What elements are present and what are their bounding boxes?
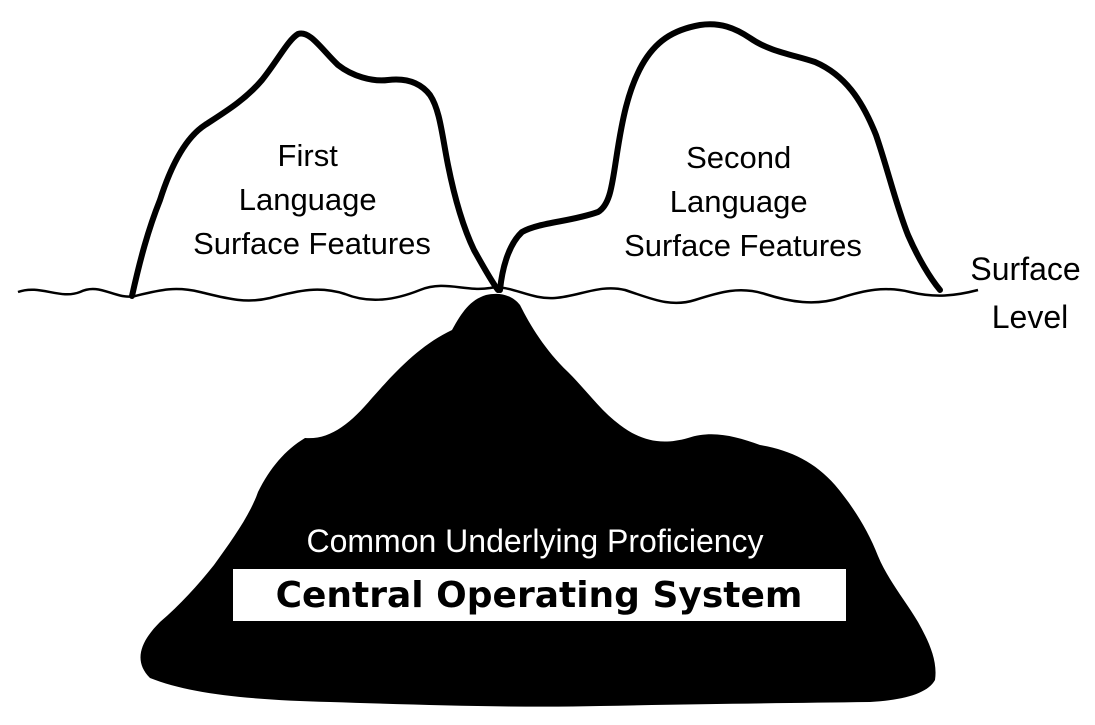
second-language-line-3: Surface Features: [624, 228, 862, 263]
second-language-line-1: Second: [686, 140, 791, 175]
first-language-line-1: First: [278, 138, 339, 173]
surface-level-line-1: Surface: [970, 251, 1080, 287]
svg-text:Surface Level: Surface Level: [970, 251, 1089, 335]
second-language-peak: [497, 21, 943, 293]
first-language-line-3: Surface Features: [193, 226, 431, 261]
water-surface-line: [17, 284, 979, 305]
first-language-peak: [129, 30, 501, 299]
central-operating-system-label: Central Operating System: [276, 575, 803, 616]
second-language-line-2: Language: [670, 184, 808, 219]
svg-text:Second Language Surfac: Second Language Surface Features: [624, 140, 862, 263]
svg-text:First Language Surface: First Language Surface Features: [193, 138, 431, 261]
central-operating-system-banner: [233, 569, 846, 621]
first-language-line-2: Language: [239, 182, 377, 217]
common-underlying-proficiency-label: Common Underlying Proficiency: [306, 523, 763, 559]
underlying-proficiency-mass: [140, 293, 936, 707]
surface-level-line-2: Level: [992, 299, 1069, 335]
